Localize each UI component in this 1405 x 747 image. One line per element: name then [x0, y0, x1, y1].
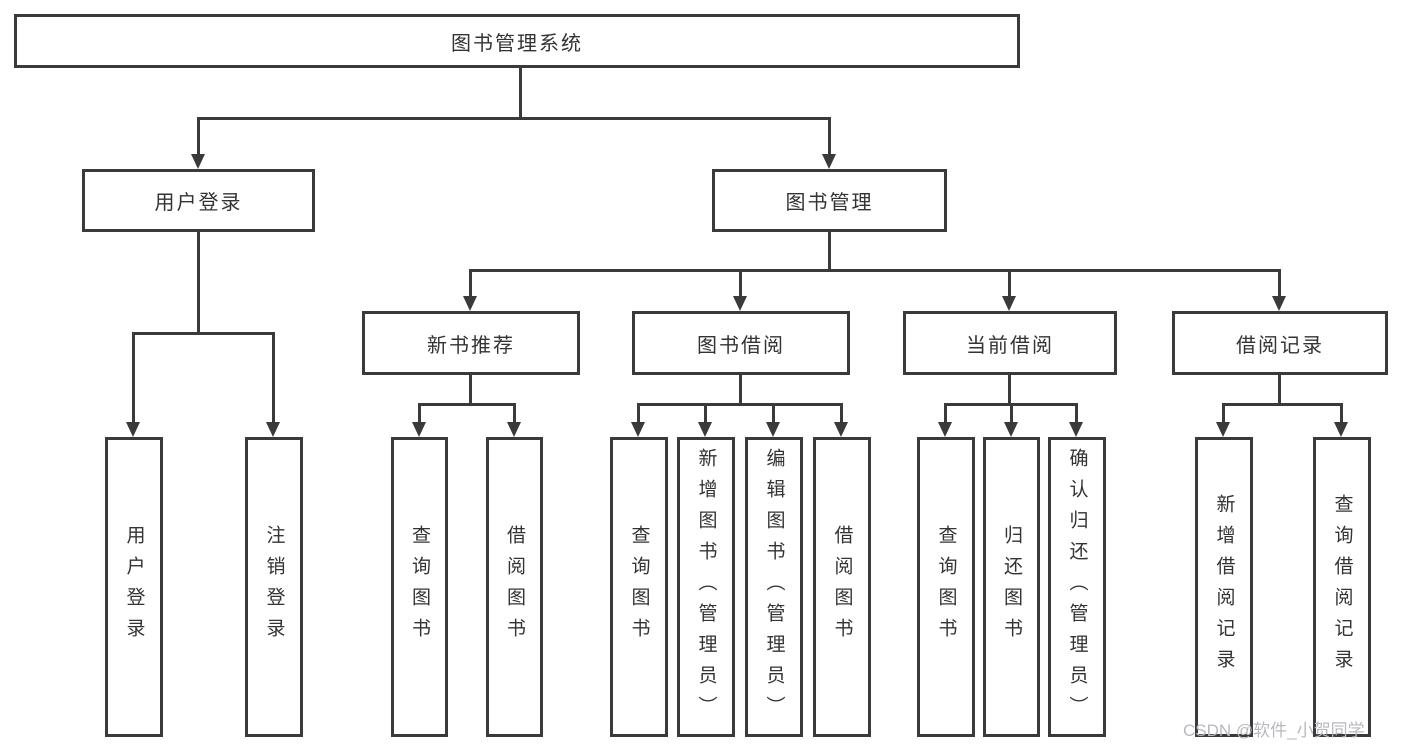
node-library-system: 图书管理系统 [14, 14, 1020, 68]
leaf-user-login-label: 用户登录 [123, 525, 145, 649]
connector-line [739, 269, 742, 298]
connector-line [197, 117, 831, 120]
leaf-borrow-query-book-label: 查询图书 [628, 525, 650, 649]
arrow-head-icon [698, 422, 712, 437]
leaf-borrow-add-book-admin: 新增图书（管理员） [677, 437, 735, 737]
node-new-book-recommend-label: 新书推荐 [427, 334, 515, 357]
connector-line [1010, 403, 1013, 424]
node-book-borrow: 图书借阅 [632, 311, 850, 375]
node-borrow-records: 借阅记录 [1172, 311, 1388, 375]
arrow-head-icon [822, 154, 836, 169]
arrow-head-icon [412, 422, 426, 437]
connector-line [1222, 403, 1225, 424]
leaf-recommend-borrow-book-label: 借阅图书 [504, 525, 525, 649]
arrow-head-icon [938, 422, 952, 437]
leaf-recommend-borrow-book: 借阅图书 [486, 437, 543, 737]
connector-line [637, 403, 640, 424]
arrow-head-icon [463, 296, 477, 311]
leaf-borrow-edit-book-admin-label: 编辑图书（管理员） [763, 447, 785, 727]
node-borrow-records-label: 借阅记录 [1236, 334, 1324, 357]
connector-line [828, 117, 831, 157]
connector-line [772, 403, 775, 424]
connector-line [197, 232, 200, 335]
leaf-borrow-query-book: 查询图书 [610, 437, 668, 737]
arrow-head-icon [733, 296, 747, 311]
arrow-head-icon [266, 422, 280, 437]
arrow-head-icon [631, 422, 645, 437]
leaf-logout-label: 注销登录 [263, 525, 285, 649]
leaf-recommend-query-book-label: 查询图书 [409, 525, 430, 649]
node-book-management-label: 图书管理 [785, 192, 874, 214]
leaf-recommend-query-book: 查询图书 [391, 437, 448, 737]
connector-line [132, 332, 135, 424]
arrow-head-icon [1272, 296, 1286, 311]
arrow-head-icon [1334, 422, 1348, 437]
leaf-records-add-record-label: 新增借阅记录 [1213, 494, 1235, 680]
node-current-borrow: 当前借阅 [903, 311, 1117, 375]
connector-line [1008, 269, 1011, 298]
connector-line [840, 403, 843, 424]
arrow-head-icon [1002, 296, 1016, 311]
arrow-head-icon [1216, 422, 1230, 437]
leaf-user-login: 用户登录 [105, 437, 163, 737]
connector-line [513, 403, 516, 424]
connector-line [418, 403, 421, 424]
leaf-current-confirm-return-admin-label: 确认归还（管理员） [1066, 447, 1088, 727]
leaf-records-query-record: 查询借阅记录 [1313, 437, 1371, 737]
connector-line [132, 332, 274, 335]
connector-line [944, 403, 947, 424]
connector-line [828, 232, 831, 272]
connector-line [272, 332, 275, 424]
connector-line [1278, 375, 1281, 406]
node-user-login-label: 用户登录 [154, 192, 243, 214]
arrow-head-icon [1004, 422, 1018, 437]
connector-line [469, 375, 472, 406]
arrow-head-icon [126, 422, 140, 437]
connector-line [197, 117, 200, 157]
arrow-head-icon [507, 422, 521, 437]
leaf-current-query-book-label: 查询图书 [935, 525, 957, 649]
connector-line [1075, 403, 1078, 424]
connector-line [469, 269, 472, 298]
node-new-book-recommend: 新书推荐 [362, 311, 580, 375]
connector-line [739, 375, 742, 406]
connector-line [519, 68, 522, 120]
leaf-current-return-book: 归还图书 [983, 437, 1040, 737]
leaf-logout: 注销登录 [245, 437, 303, 737]
connector-line [704, 403, 707, 424]
csdn-watermark: CSDN @软件_小贺同学 [1183, 721, 1365, 740]
arrow-head-icon [1069, 422, 1083, 437]
leaf-records-add-record: 新增借阅记录 [1195, 437, 1253, 737]
connector-line [637, 403, 843, 406]
connector-line [418, 403, 516, 406]
node-library-system-label: 图书管理系统 [451, 32, 583, 55]
connector-line [1222, 403, 1343, 406]
leaf-current-return-book-label: 归还图书 [1001, 525, 1022, 649]
connector-line [1278, 269, 1281, 298]
leaf-borrow-add-book-admin-label: 新增图书（管理员） [695, 447, 717, 727]
node-current-borrow-label: 当前借阅 [966, 334, 1054, 357]
leaf-borrow-borrow-book: 借阅图书 [813, 437, 871, 737]
leaf-borrow-edit-book-admin: 编辑图书（管理员） [745, 437, 803, 737]
arrow-head-icon [191, 154, 205, 169]
leaf-current-confirm-return-admin: 确认归还（管理员） [1048, 437, 1106, 737]
connector-line [469, 269, 1281, 272]
node-book-management: 图书管理 [712, 169, 947, 232]
leaf-current-query-book: 查询图书 [917, 437, 975, 737]
arrow-head-icon [834, 422, 848, 437]
arrow-head-icon [766, 422, 780, 437]
connector-line [1008, 375, 1011, 406]
leaf-records-query-record-label: 查询借阅记录 [1331, 494, 1353, 680]
connector-line [1340, 403, 1343, 424]
node-book-borrow-label: 图书借阅 [697, 334, 785, 357]
node-user-login: 用户登录 [82, 169, 315, 232]
leaf-borrow-borrow-book-label: 借阅图书 [831, 525, 853, 649]
